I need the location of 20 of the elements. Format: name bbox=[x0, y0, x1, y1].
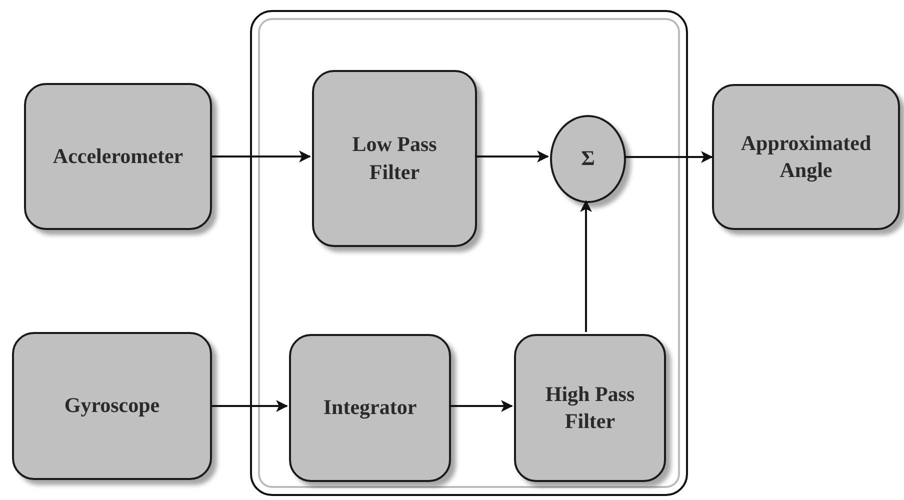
process-block bbox=[24, 83, 212, 230]
group-frame bbox=[250, 10, 688, 496]
arrow bbox=[449, 400, 513, 412]
sum-symbol: Σ bbox=[580, 145, 596, 172]
block-label: Gyroscope bbox=[63, 392, 161, 420]
process-block bbox=[312, 70, 477, 247]
process-block bbox=[712, 84, 900, 230]
block-label: Integrator bbox=[322, 394, 418, 422]
arrow bbox=[212, 400, 288, 412]
block-label: High Pass Filter bbox=[544, 380, 636, 435]
block-label: Accelerometer bbox=[52, 142, 184, 170]
process-block bbox=[12, 332, 212, 480]
arrow bbox=[475, 150, 549, 162]
process-block bbox=[514, 334, 666, 482]
block-label: Approximated Angle bbox=[740, 130, 872, 184]
arrow bbox=[580, 200, 592, 332]
process-block bbox=[289, 334, 451, 482]
arrow bbox=[624, 151, 713, 163]
arrow bbox=[212, 150, 311, 162]
block-label: Low Pass Filter bbox=[351, 131, 438, 186]
